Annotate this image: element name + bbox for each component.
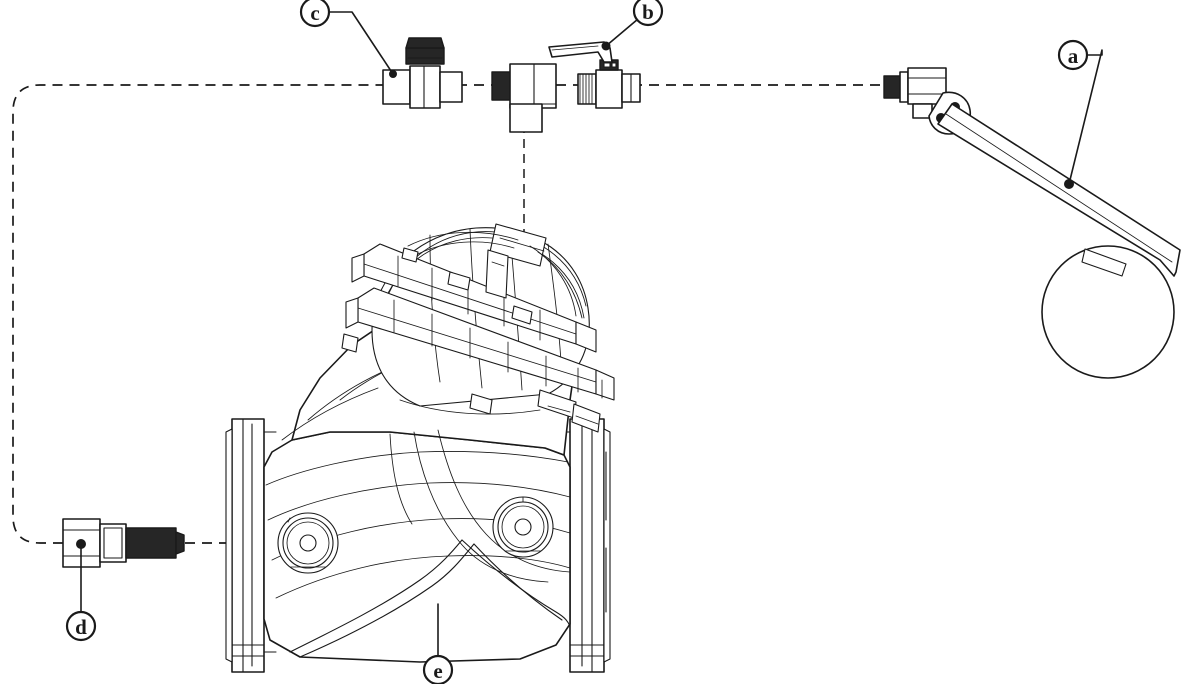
float-arm [937,103,1181,277]
callout-c-circle [299,0,331,28]
body-side-port-left [277,512,339,574]
pilot-strainer [62,518,185,568]
callout-e-circle [422,654,454,684]
valve-bonnet-cover [341,223,615,433]
tee-fitting [491,63,557,133]
callout-e[interactable]: e [422,603,454,684]
needle-valve [382,37,463,109]
strainer-element [125,527,185,559]
callout-d[interactable]: d [65,544,97,642]
callout-c[interactable]: c [299,0,394,75]
callout-c-label: c [310,1,319,25]
callout-a[interactable]: a [1057,39,1103,185]
ball-valve [548,41,641,109]
needle-valve-knob [405,37,445,65]
body-side-port-right [492,496,554,558]
float-ball [1041,245,1175,379]
callout-d-circle [65,610,97,642]
callout-a-circle [1057,39,1089,71]
float-pilot-valve [883,67,1181,379]
callout-d-label: d [75,615,87,639]
callout-a-label: a [1068,44,1079,68]
callout-e-label: e [433,659,442,683]
inlet-flange [225,418,277,673]
callout-b[interactable]: b [605,0,664,47]
main-control-valve [225,223,615,673]
callout-b-label: b [642,0,654,24]
callout-b-circle [632,0,664,27]
